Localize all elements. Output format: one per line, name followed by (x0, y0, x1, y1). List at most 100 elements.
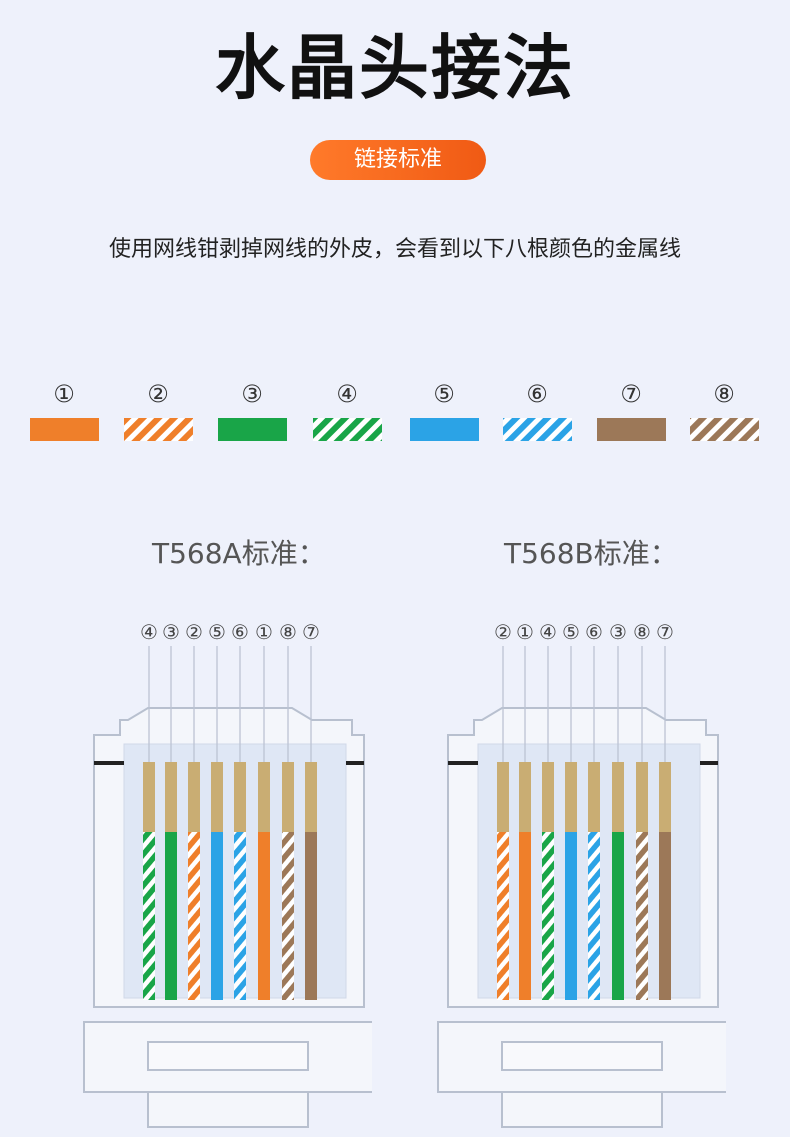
wire-2: ① (516, 620, 534, 1000)
wire-number-label: ⑤ (562, 620, 580, 644)
wire-number-label: ① (516, 620, 534, 644)
solid-wire (165, 832, 177, 1000)
gold-pin (636, 762, 648, 832)
legend-solid-swatch (30, 418, 99, 441)
striped-wire (636, 832, 648, 1000)
wire-number-label: ⑧ (633, 620, 651, 644)
wire-6: ① (255, 620, 273, 1000)
gold-pin (234, 762, 246, 832)
striped-wire (234, 832, 246, 1000)
legend-solid-swatch (597, 418, 666, 441)
legend-number: ⑦ (620, 380, 642, 408)
striped-wire (143, 832, 155, 1000)
color-legend: ① ② ③ ④ ⑤ ⑥ ⑦ ⑧ (30, 380, 759, 441)
legend-solid-swatch (410, 418, 479, 441)
wire-number-label: ③ (609, 620, 627, 644)
legend-number: ⑤ (433, 380, 455, 408)
gold-pin (282, 762, 294, 832)
page-title: 水晶头接法 (215, 27, 575, 109)
legend-striped-swatch (503, 418, 572, 441)
wire-number-label: ⑥ (231, 620, 249, 644)
wire-number-label: ⑥ (585, 620, 603, 644)
gold-pin (305, 762, 317, 832)
connector-edge-bar-left (94, 761, 124, 765)
connector-cable-stub (501, 1091, 663, 1128)
gold-pin (165, 762, 177, 832)
solid-wire (565, 832, 577, 1000)
legend-number: ④ (336, 380, 358, 408)
legend-striped-swatch (124, 418, 193, 441)
solid-wire (211, 832, 223, 1000)
wire-4: ⑤ (562, 620, 580, 1000)
gold-pin (258, 762, 270, 832)
wire-5: ⑥ (585, 620, 603, 1000)
striped-wire (497, 832, 509, 1000)
wire-7: ⑧ (633, 620, 651, 1000)
wire-number-label: ④ (539, 620, 557, 644)
gold-pin (143, 762, 155, 832)
legend-item: ④ (313, 380, 382, 441)
striped-wire (282, 832, 294, 1000)
gold-pin (659, 762, 671, 832)
legend-item: ⑥ (503, 380, 572, 441)
solid-wire (659, 832, 671, 1000)
connector-clip-slot (147, 1041, 309, 1071)
connector-edge-bar-right (346, 761, 364, 765)
wire-1: ④ (140, 620, 158, 1000)
legend-striped-swatch (690, 418, 759, 441)
solid-wire (612, 832, 624, 1000)
solid-wire (258, 832, 270, 1000)
legend-item: ⑤ (410, 380, 479, 441)
gold-pin (519, 762, 531, 832)
legend-number: ① (53, 380, 75, 408)
legend-item: ③ (218, 380, 287, 441)
gold-pin (497, 762, 509, 832)
legend-number: ② (147, 380, 169, 408)
wire-5: ⑥ (231, 620, 249, 1000)
wire-2: ③ (162, 620, 180, 1000)
wire-8: ⑦ (302, 620, 320, 1000)
connector-cable-stub (147, 1091, 309, 1128)
wire-number-label: ⑤ (208, 620, 226, 644)
wire-number-label: ⑦ (656, 620, 674, 644)
legend-number: ③ (241, 380, 263, 408)
striped-wire (188, 832, 200, 1000)
solid-wire (305, 832, 317, 1000)
legend-item: ⑦ (597, 380, 666, 441)
wire-number-label: ⑧ (279, 620, 297, 644)
wire-number-label: ③ (162, 620, 180, 644)
wire-number-label: ② (494, 620, 512, 644)
legend-item: ① (30, 380, 99, 441)
striped-wire (588, 832, 600, 1000)
connector-edge-bar-left (448, 761, 478, 765)
legend-solid-swatch (218, 418, 287, 441)
gold-pin (588, 762, 600, 832)
connector-clip-slot (501, 1041, 663, 1071)
legend-striped-swatch (313, 418, 382, 441)
t568b-label: T568B标准： (504, 537, 678, 570)
gold-pin (565, 762, 577, 832)
gold-pin (188, 762, 200, 832)
gold-pin (211, 762, 223, 832)
wire-number-label: ② (185, 620, 203, 644)
legend-number: ⑥ (526, 380, 548, 408)
gold-pin (612, 762, 624, 832)
legend-item: ⑧ (690, 380, 759, 441)
gold-pin (542, 762, 554, 832)
solid-wire (519, 832, 531, 1000)
description-text: 使用网线钳剥掉网线的外皮，会看到以下八根颜色的金属线 (108, 237, 681, 262)
section-badge: 链接标准 (310, 140, 486, 180)
striped-wire (542, 832, 554, 1000)
legend-item: ② (124, 380, 193, 441)
wire-number-label: ① (255, 620, 273, 644)
wire-3: ② (185, 620, 203, 1000)
wire-number-label: ④ (140, 620, 158, 644)
wire-6: ③ (609, 620, 627, 1000)
wire-8: ⑦ (656, 620, 674, 1000)
wire-4: ⑤ (208, 620, 226, 1000)
legend-number: ⑧ (713, 380, 735, 408)
t568a-label: T568A标准： (152, 537, 326, 570)
wire-1: ② (494, 620, 512, 1000)
